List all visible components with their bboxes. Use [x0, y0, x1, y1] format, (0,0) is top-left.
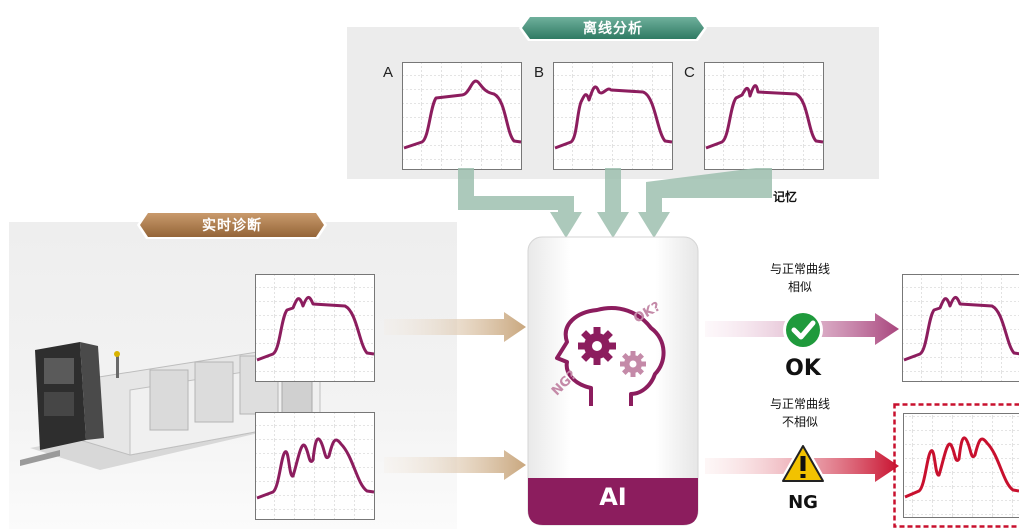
- ok-label: OK: [785, 356, 821, 381]
- output-chart-ok: [902, 274, 1019, 382]
- realtime-diagnosis-banner: 实时诊断: [136, 209, 328, 241]
- offline-chart-a: [402, 62, 522, 170]
- ai-engine-box: OK? NG? AI: [527, 236, 699, 526]
- realtime-diagnosis-title: 实时诊断: [202, 218, 262, 234]
- offline-analysis-title: 离线分析: [583, 21, 643, 37]
- ng-label: NG: [788, 492, 818, 513]
- not-similar-line-1: 与正常曲线: [769, 397, 830, 411]
- input-arrow-top: [384, 312, 526, 342]
- similar-line-1: 与正常曲线: [769, 262, 830, 276]
- ai-label: AI: [599, 483, 627, 511]
- input-arrow-bottom: [384, 450, 526, 480]
- brain-gears-icon: OK? NG?: [549, 299, 666, 406]
- chart-label-b: B: [534, 64, 545, 81]
- similar-line-2: 相似: [787, 280, 812, 294]
- similar-caption: 与正常曲线 相似: [742, 260, 858, 296]
- exclamation-warning-icon: [778, 440, 828, 485]
- not-similar-caption: 与正常曲线 不相似: [742, 395, 858, 431]
- realtime-chart-abnormal: [255, 412, 375, 520]
- chart-label-c: C: [684, 64, 695, 81]
- offline-chart-c: [704, 62, 824, 170]
- offline-analysis-banner: 离线分析: [518, 13, 708, 43]
- memory-arrows: [458, 168, 772, 238]
- memory-label: 记忆: [773, 190, 798, 204]
- offline-chart-b: [553, 62, 673, 170]
- realtime-chart-normal: [255, 274, 375, 382]
- output-chart-ng: [893, 403, 1019, 528]
- not-similar-line-2: 不相似: [781, 415, 818, 429]
- check-mark-icon: [783, 310, 823, 350]
- chart-label-a: A: [383, 64, 394, 81]
